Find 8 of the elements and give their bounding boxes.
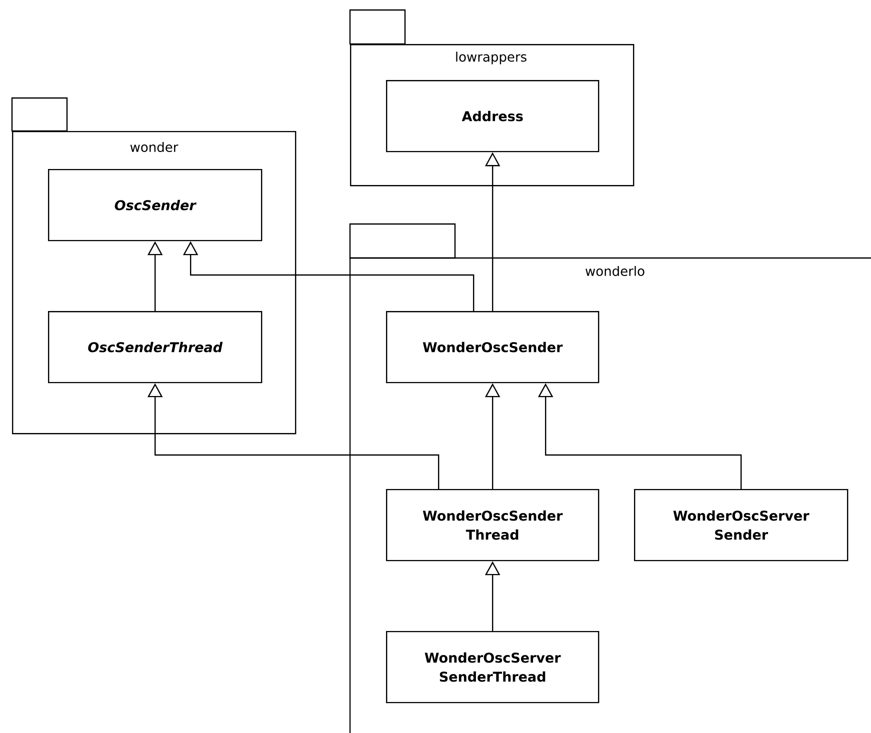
class-box: Address xyxy=(386,80,600,152)
class-box: OscSender xyxy=(48,168,262,242)
class-box: OscSenderThread xyxy=(48,310,262,384)
class-box: WonderOscServer SenderThread xyxy=(386,630,600,704)
class-box: WonderOscServer Sender xyxy=(634,488,848,562)
class-box: WonderOscSender xyxy=(386,310,600,384)
node-label: wonderlo xyxy=(586,266,644,276)
class-box: WonderOscSender Thread xyxy=(386,488,600,562)
